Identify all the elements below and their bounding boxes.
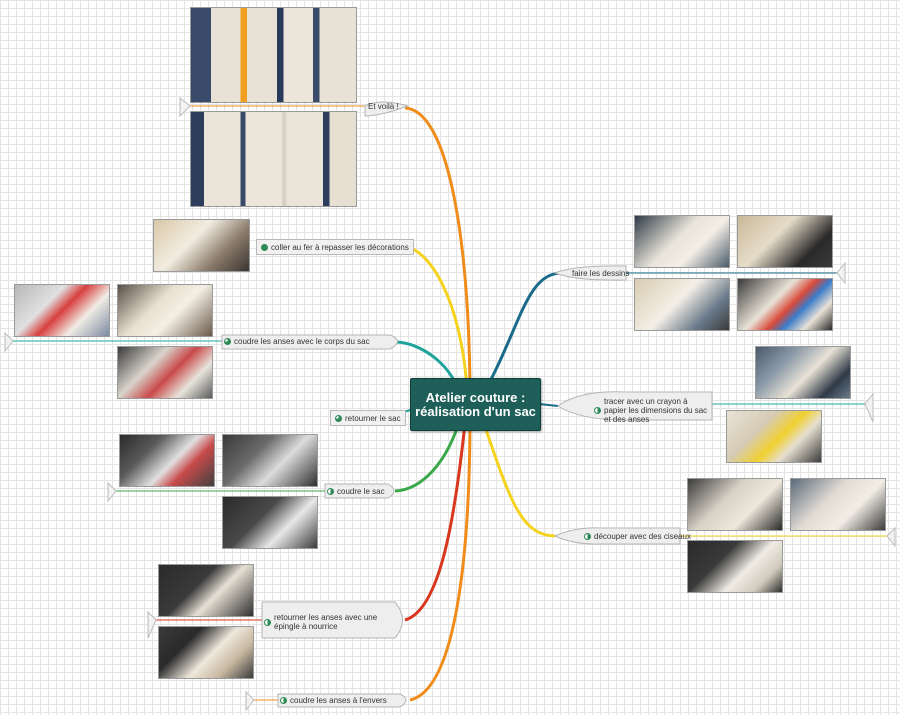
photo-cutting-1: [687, 478, 783, 531]
topic-tracer[interactable]: tracer avec un crayon à papier les dimen…: [594, 397, 712, 424]
shape-coudre-sac: [324, 483, 395, 499]
topic-retourner-anses[interactable]: retourner les anses avec une épingle à n…: [264, 613, 384, 631]
photo-sewing-bag-2: [222, 434, 318, 487]
photo-finished-bags-1: [190, 7, 357, 103]
shape-retourner-anses: [261, 601, 403, 639]
photo-sewing-bag-1: [119, 434, 215, 487]
shape-coudre-anses-envers: [277, 693, 407, 708]
photo-turn-handles-2: [158, 626, 254, 679]
topic-label: retourner les anses avec une épingle à n…: [274, 613, 378, 631]
photo-sewing-handles-2: [117, 284, 213, 337]
topic-label: coudre les anses avec le corps du sac: [234, 337, 370, 346]
photo-cutting-3: [687, 540, 783, 593]
branch-decouper: [478, 411, 556, 538]
progress-icon: [594, 407, 601, 414]
photo-tracing-2: [726, 410, 822, 463]
photo-turn-handles-1: [158, 564, 254, 617]
progress-icon: [224, 338, 231, 345]
photo-drawing-1: [634, 215, 730, 268]
topic-label: retourner le sac: [345, 413, 401, 423]
branch-faire-dessins: [478, 271, 561, 401]
topic-decouper[interactable]: découper avec des ciseaux: [584, 532, 691, 541]
topic-label: coudre les anses à l'envers: [290, 696, 387, 705]
shape-decouper: [553, 527, 681, 545]
progress-icon: [335, 414, 342, 422]
progress-icon: [584, 533, 591, 540]
branch-coudre-anses-envers: [409, 413, 472, 702]
topic-et-voila[interactable]: Et voilà !: [368, 102, 399, 111]
photo-iron-decorations: [153, 219, 250, 272]
branch-tracer: [538, 403, 559, 407]
topic-retourner-sac[interactable]: retourner le sac: [330, 410, 406, 426]
topic-label: faire les dessins: [572, 269, 630, 278]
photo-drawing-4: [737, 278, 833, 331]
progress-icon: [261, 243, 268, 251]
progress-icon: [280, 697, 287, 704]
photo-cutting-2: [790, 478, 886, 531]
photo-sewing-handles-1: [14, 284, 110, 337]
topic-label: coller au fer à repasser les décorations: [271, 242, 409, 252]
shape-faire-dessins: [553, 265, 627, 281]
branch-retourner-anses: [404, 413, 468, 622]
topic-label: tracer avec un crayon à papier les dimen…: [604, 397, 708, 424]
photo-drawing-2: [737, 215, 833, 268]
topic-label: coudre le sac: [337, 487, 385, 496]
photo-drawing-3: [634, 278, 730, 331]
branch-coller: [397, 243, 470, 401]
topic-faire-dessins[interactable]: faire les dessins: [572, 269, 629, 278]
central-topic[interactable]: Atelier couture : réalisation d'un sac: [410, 378, 541, 431]
topic-coudre-sac[interactable]: coudre le sac: [327, 487, 385, 496]
photo-sewing-bag-3: [222, 496, 318, 549]
branch-et-voila: [404, 106, 472, 401]
shape-coudre-anses-corps: [221, 334, 398, 350]
topic-label: découper avec des ciseaux: [594, 532, 691, 541]
photo-tracing-1: [755, 346, 851, 399]
progress-icon: [264, 618, 271, 626]
photo-sewing-handles-3: [117, 346, 213, 399]
topic-label: Et voilà !: [368, 102, 399, 111]
progress-icon: [327, 488, 334, 495]
topic-coudre-anses-envers[interactable]: coudre les anses à l'envers: [280, 696, 387, 705]
photo-finished-bags-2: [190, 111, 357, 207]
shape-et-voila: [364, 101, 410, 117]
topic-coudre-anses-corps[interactable]: coudre les anses avec le corps du sac: [224, 337, 370, 346]
topic-coller[interactable]: coller au fer à repasser les décorations: [256, 239, 414, 255]
